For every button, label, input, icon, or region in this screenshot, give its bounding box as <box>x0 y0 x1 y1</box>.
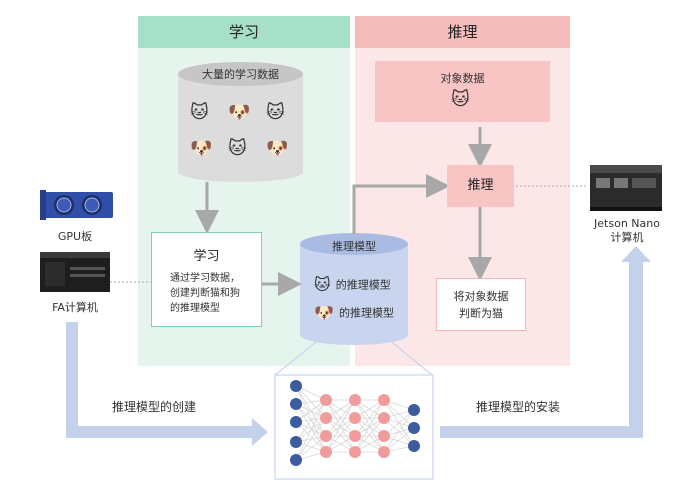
nn-connection <box>325 399 356 437</box>
nn-neuron <box>378 430 390 442</box>
nn-neuron <box>320 412 332 424</box>
nn-connection <box>354 417 385 453</box>
model-title: 推理模型 <box>332 240 376 253</box>
model-cat-label: 的推理模型 <box>335 278 391 292</box>
nn-connection <box>295 399 327 443</box>
cat-icon: 🐱 <box>228 138 247 159</box>
nn-neuron <box>408 404 420 416</box>
nn-neuron <box>290 454 302 466</box>
jetson-label: Jetson Nano 计算机 <box>582 217 672 245</box>
nn-neuron <box>349 412 361 424</box>
cat-icon: 🐱 <box>190 102 209 123</box>
learning-box-title: 学习 <box>193 249 220 264</box>
callout-line-left <box>274 338 321 376</box>
nn-connection <box>383 427 415 453</box>
dataset-label: 大量的学习数据 <box>202 68 279 81</box>
jetson-nano-image <box>590 165 662 211</box>
nn-connection <box>295 435 327 461</box>
nn-neuron <box>408 422 420 434</box>
nn-neuron <box>290 380 302 392</box>
cat-icon: 🐱 <box>266 102 285 123</box>
learning-box-desc: 通过学习数据， 创建判断猫和狗 的推理模型 <box>170 271 240 316</box>
nn-connection <box>383 409 415 453</box>
desc-line: 创建判断猫和狗 <box>170 288 240 299</box>
desc-line: 通过学习数据， <box>170 273 240 284</box>
inference-box: 推理 <box>447 165 514 207</box>
target-data-label: 对象数据 <box>440 72 485 85</box>
cat-icon: 🐱 <box>314 275 331 294</box>
nn-neuron <box>290 398 302 410</box>
nn-neuron <box>378 394 390 406</box>
inference-header: 推理 <box>355 16 570 48</box>
model-cylinder <box>300 233 408 345</box>
learning-header: 学习 <box>138 16 350 48</box>
nn-connection <box>383 409 415 437</box>
nn-connection <box>295 399 327 461</box>
gpu-label: GPU板 <box>57 230 93 243</box>
nn-neuron <box>349 430 361 442</box>
nn-neuron <box>378 412 390 424</box>
flow-arrow-create <box>66 322 268 446</box>
result-line: 将对象数据 <box>453 290 509 303</box>
callout-line-right <box>387 338 433 376</box>
dog-icon: 🐶 <box>228 102 251 123</box>
nn-connection <box>325 399 356 453</box>
nn-connection <box>295 385 327 453</box>
model-cat-row: 🐱 的推理模型 <box>314 274 391 294</box>
nn-connection <box>354 399 385 437</box>
nn-neuron <box>290 416 302 428</box>
fa-pc-image <box>40 252 110 292</box>
nn-neuron <box>378 446 390 458</box>
nn-connection <box>354 399 385 453</box>
target-data-box: 对象数据 🐱 <box>375 61 550 122</box>
nn-neuron <box>320 394 332 406</box>
nn-connection <box>295 403 327 453</box>
nn-connection <box>325 417 356 453</box>
result-box: 将对象数据 判断为猫 <box>436 278 526 331</box>
nn-neuron <box>320 446 332 458</box>
nn-neuron <box>349 394 361 406</box>
nn-connection <box>295 399 327 423</box>
desc-line: 的推理模型 <box>170 303 220 314</box>
neural-network <box>290 380 420 466</box>
gpu-card-image <box>40 190 113 220</box>
nn-connection <box>295 417 327 461</box>
dataset-cylinder <box>178 62 303 182</box>
model-dog-row: 🐶 的推理模型 <box>314 302 394 322</box>
arrow-model-to-infer <box>352 174 450 234</box>
result-text: 将对象数据 判断为猫 <box>437 288 525 322</box>
jetson-label-line: 计算机 <box>610 231 644 244</box>
flow-arrow-install <box>440 246 651 438</box>
jetson-label-line: Jetson Nano <box>594 217 660 230</box>
cat-icon: 🐱 <box>451 89 470 110</box>
nn-connection <box>295 421 327 453</box>
learning-box: 学习 通过学习数据， 创建判断猫和狗 的推理模型 <box>151 232 262 327</box>
fa-pc-label: FA计算机 <box>52 301 98 314</box>
dog-icon: 🐶 <box>314 303 334 322</box>
dog-icon: 🐶 <box>266 138 289 159</box>
nn-neuron <box>320 430 332 442</box>
flow-create-label: 推理模型的创建 <box>112 400 197 414</box>
nn-neuron <box>408 440 420 452</box>
model-dog-label: 的推理模型 <box>339 306 395 320</box>
dog-icon: 🐶 <box>190 138 213 159</box>
flow-install-label: 推理模型的安装 <box>476 400 561 414</box>
nn-neuron <box>290 436 302 448</box>
nn-neuron <box>349 446 361 458</box>
result-line: 判断为猫 <box>459 307 503 320</box>
